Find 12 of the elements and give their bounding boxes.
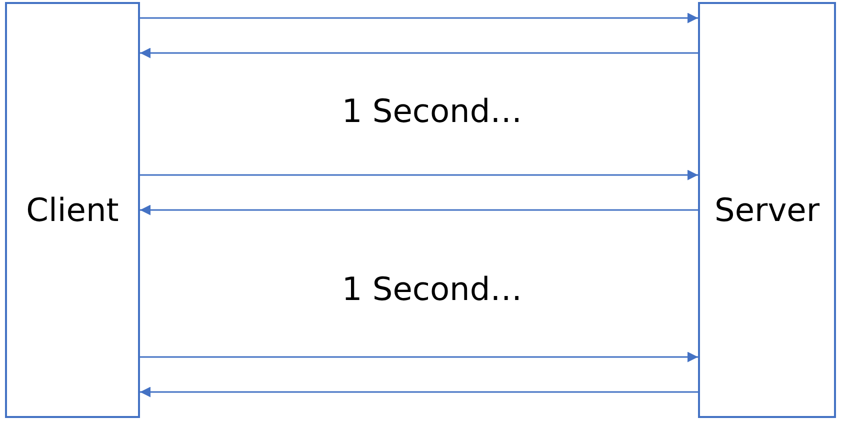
arrow	[140, 352, 698, 362]
arrow	[140, 386, 698, 398]
arrow	[140, 48, 698, 58]
time-label: 1 Second…	[342, 92, 522, 130]
time-label: 1 Second…	[342, 270, 522, 308]
arrow	[140, 204, 698, 216]
node-label: Server	[714, 191, 820, 229]
arrow	[140, 12, 698, 24]
arrow	[140, 170, 698, 180]
node-label: Client	[26, 191, 119, 229]
process-box	[698, 2, 836, 418]
process-box	[5, 2, 140, 418]
